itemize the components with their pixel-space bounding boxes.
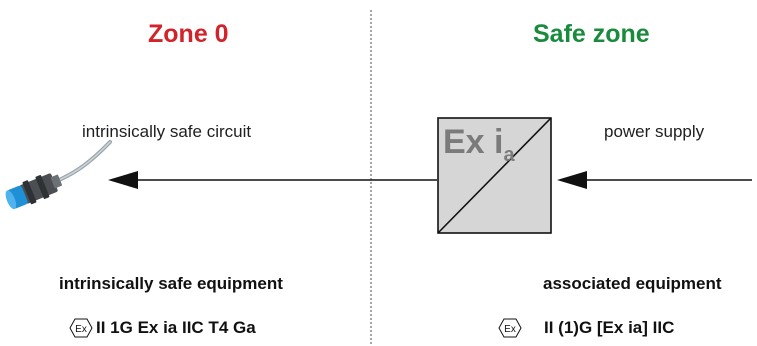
intrinsically-safe-equipment-label: intrinsically safe equipment [59,274,283,293]
ex-hexagon-icon: Ex [69,318,93,338]
ex-symbol-text: Ex [504,324,516,335]
barrier-label-main: Ex i [443,123,504,161]
barrier-box-icon [437,117,552,234]
inductive-sensor-icon [5,140,112,210]
power-supply-label: power supply [604,122,705,141]
barrier-label-sub: a [503,144,515,166]
intrinsically-safe-circuit-label: intrinsically safe circuit [82,122,252,141]
right-marking-text: II (1)G [Ex ia] IIC [544,318,675,337]
left-marking-text: II 1G Ex ia IIC T4 Ga [96,318,256,337]
zone-0-title: Zone 0 [148,20,229,48]
barrier-label: Ex ia [443,123,515,166]
ex-symbol-text: Ex [75,324,87,335]
associated-equipment-label: associated equipment [543,274,722,293]
safe-zone-title: Safe zone [533,20,650,48]
ex-hexagon-icon: Ex [498,318,522,338]
isolating-barrier: Ex ia [437,117,552,234]
